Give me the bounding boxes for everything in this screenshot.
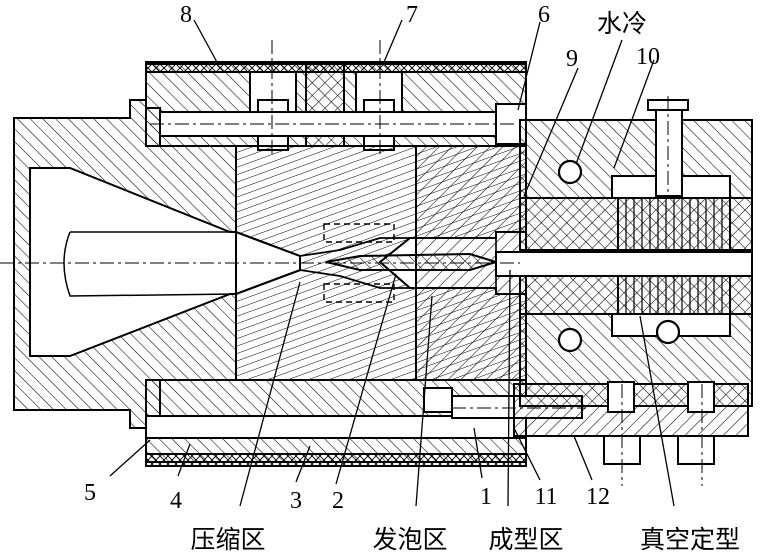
- part-labels: 8 7 6 9 10 5 4 3 2 1 11 12 水冷 压缩区 发泡区 成型…: [84, 2, 740, 554]
- label-8: 8: [180, 2, 192, 28]
- label-3: 3: [290, 488, 302, 514]
- label-4: 4: [170, 488, 182, 514]
- adapter-flange: [13, 99, 237, 429]
- zone-label-compression: 压缩区: [190, 525, 265, 554]
- label-9: 9: [566, 46, 578, 72]
- die-body-top: [145, 61, 527, 151]
- label-6: 6: [538, 2, 550, 28]
- zone-label-foaming: 发泡区: [372, 525, 447, 554]
- label-5: 5: [84, 480, 96, 506]
- centerlines: [0, 40, 703, 486]
- label-2: 2: [332, 488, 344, 514]
- calibration-sleeve: [495, 99, 753, 465]
- label-12: 12: [586, 484, 610, 510]
- zone-label-vacuum-sizing: 真空定型: [640, 525, 740, 554]
- label-11: 11: [534, 484, 557, 510]
- label-10: 10: [636, 44, 660, 70]
- label-1: 1: [480, 484, 492, 510]
- leader-lines: [109, 19, 675, 507]
- label-7: 7: [406, 2, 418, 28]
- label-water-cooling: 水冷: [597, 9, 647, 38]
- zone-label-forming: 成型区: [488, 525, 563, 554]
- die-body-bottom: [145, 379, 583, 467]
- breaker-plate-marks: [323, 223, 395, 303]
